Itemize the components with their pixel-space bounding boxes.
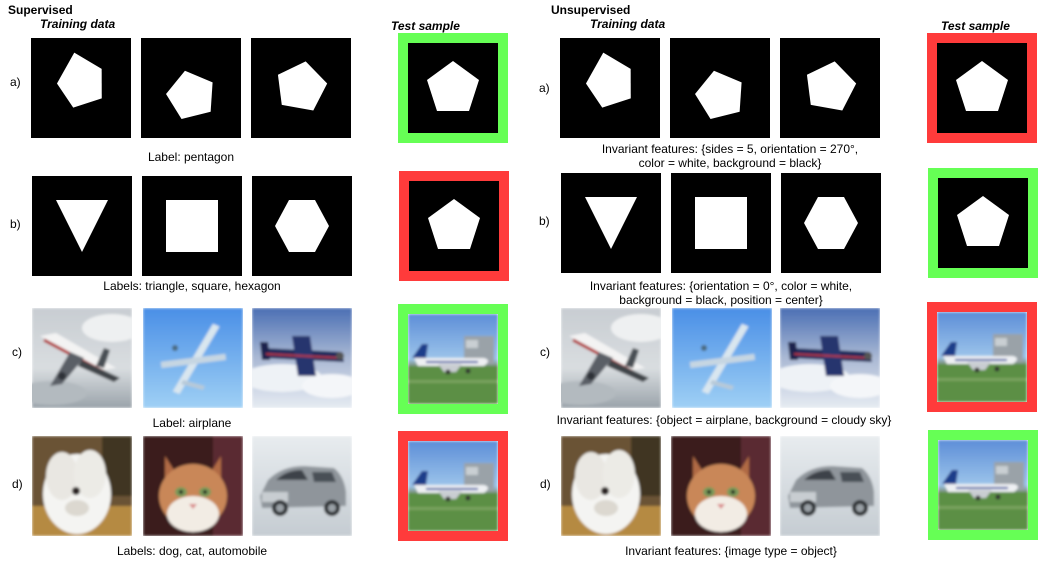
unsupervised-row-c-caption-line1: Invariant features: {object = airplane, … [556,413,892,427]
pentagon-train-3 [251,38,351,138]
airplane-unsup-3 [780,308,880,408]
pentagon-unsup-2 [670,38,770,138]
supervised-training-title: Training data [40,17,116,31]
supervised-row-c-caption: Label: airplane [152,416,232,430]
unsupervised-row-d-test-correct [928,430,1038,540]
supervised-row-a-label: a) [10,75,21,89]
supervised-row-d-test-incorrect [398,431,508,541]
unsupervised-training-title: Training data [590,17,666,31]
unsupervised-row-a-label: a) [539,81,550,95]
unsupervised-row-b-caption: Invariant features: {orientation = 0°, c… [551,279,891,307]
pentagon-train-1 [31,38,131,138]
supervised-row-c-label: c) [12,345,22,359]
unsupervised-row-a-test-incorrect [927,33,1037,143]
supervised-test-title: Test sample [391,19,460,33]
airplane-train-1 [32,308,132,408]
supervised-row-a-test-correct [398,33,508,143]
triangle-unsup [561,173,661,273]
supervised-row-b-label: b) [10,217,21,231]
square-train [142,176,242,276]
pentagon-train-2 [141,38,241,138]
supervised-row-a-caption: Label: pentagon [147,150,235,164]
unsupervised-row-b-test-correct [928,168,1038,278]
unsupervised-row-b-label: b) [539,214,550,228]
unsupervised-title: Unsupervised [551,3,631,17]
unsupervised-row-c-caption: Invariant features: {object = airplane, … [529,413,919,427]
cat-unsup [671,436,771,536]
unsupervised-row-c-test-incorrect [927,302,1037,412]
cat-train [143,436,243,536]
airplane-train-2 [143,308,243,408]
dog-train [32,436,132,536]
supervised-row-d-caption: Labels: dog, cat, automobile [116,544,268,558]
supervised-row-d-label: d) [12,477,23,491]
airplane-unsup-2 [672,308,772,408]
supervised-title: Supervised [8,3,73,17]
supervised-row-b-test-incorrect [399,171,509,281]
supervised-row-b-caption: Labels: triangle, square, hexagon [103,279,281,293]
unsupervised-row-c-label: c) [540,345,550,359]
supervised-row-c-test-correct [398,304,508,414]
unsupervised-row-b-caption-line2: background = black, position = center} [619,293,823,307]
pentagon-unsup-3 [780,38,880,138]
triangle-train [32,176,132,276]
automobile-train [252,436,352,536]
unsupervised-row-a-caption-line1: Invariant features: {sides = 5, orientat… [601,142,859,156]
unsupervised-row-a-caption: Invariant features: {sides = 5, orientat… [560,142,900,170]
hexagon-train [252,176,352,276]
unsupervised-row-a-caption-line2: color = white, background = black} [638,156,822,170]
unsupervised-row-d-caption-line1: Invariant features: {image type = object… [625,544,837,558]
unsupervised-test-title: Test sample [941,19,1010,33]
square-unsup [671,173,771,273]
unsupervised-row-d-label: d) [540,477,551,491]
unsupervised-row-b-caption-line1: Invariant features: {orientation = 0°, c… [589,279,853,293]
dog-unsup [561,436,661,536]
airplane-unsup-1 [561,308,661,408]
unsupervised-row-d-caption: Invariant features: {image type = object… [561,544,901,558]
airplane-train-3 [252,308,352,408]
automobile-unsup [780,436,880,536]
pentagon-unsup-1 [560,38,660,138]
hexagon-unsup [781,173,881,273]
